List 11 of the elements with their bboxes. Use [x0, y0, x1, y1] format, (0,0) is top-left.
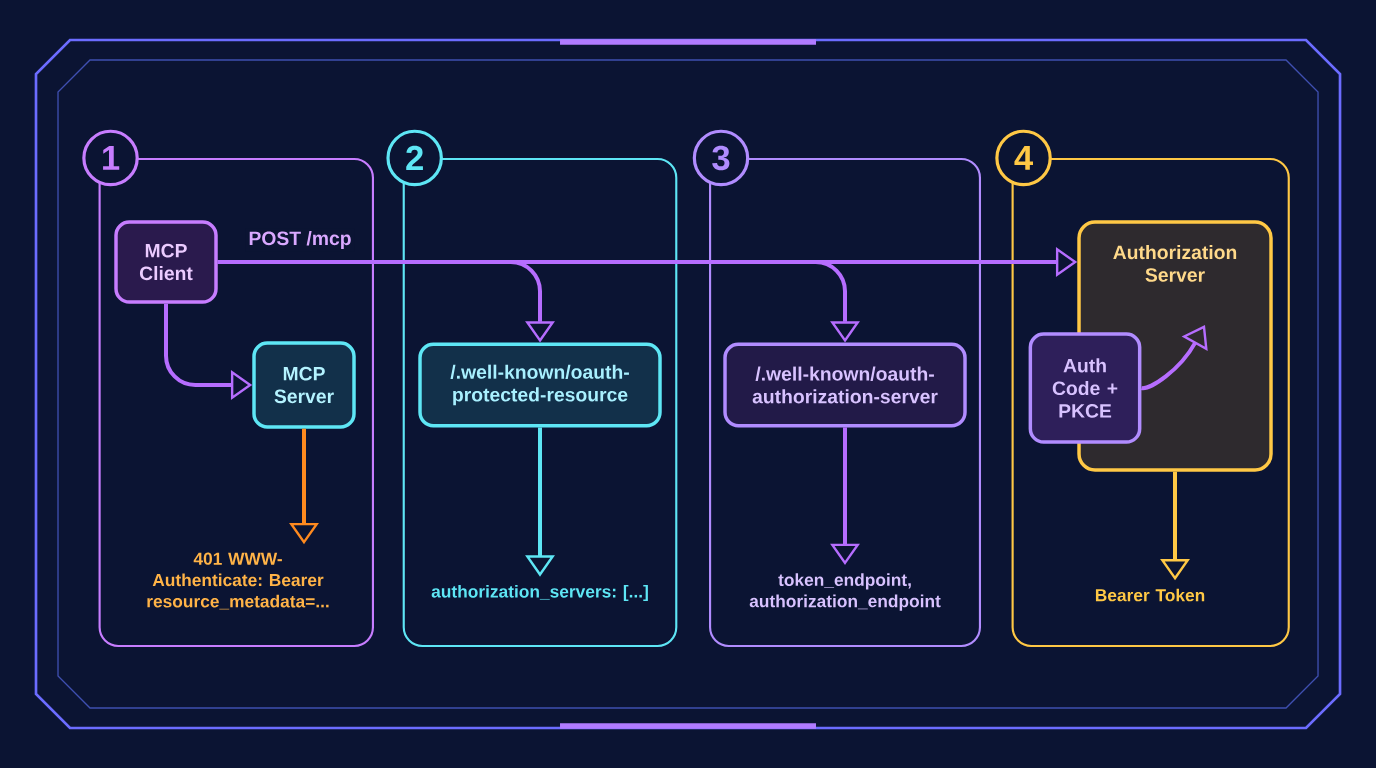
edge-label: POST /mcp [249, 231, 351, 249]
process-box: Auth Code + PKCE [1028, 332, 1142, 444]
process-box: /.well-known/oauth-authorization-server [723, 342, 967, 428]
result-text: token_endpoint, authorization_endpoint [749, 573, 941, 611]
result-text: authorization_servers: [...] [431, 584, 648, 602]
process-box: MCP Client [114, 220, 218, 304]
arrow [1141, 325, 1208, 390]
result-text: 401 WWW-Authenticate: Bearer resource_metadata=... [147, 552, 329, 610]
process-box: /.well-known/oauth-protected-resource [418, 342, 662, 428]
process-box: MCP Server [252, 341, 356, 429]
result-text: Bearer Token [1095, 588, 1205, 602]
